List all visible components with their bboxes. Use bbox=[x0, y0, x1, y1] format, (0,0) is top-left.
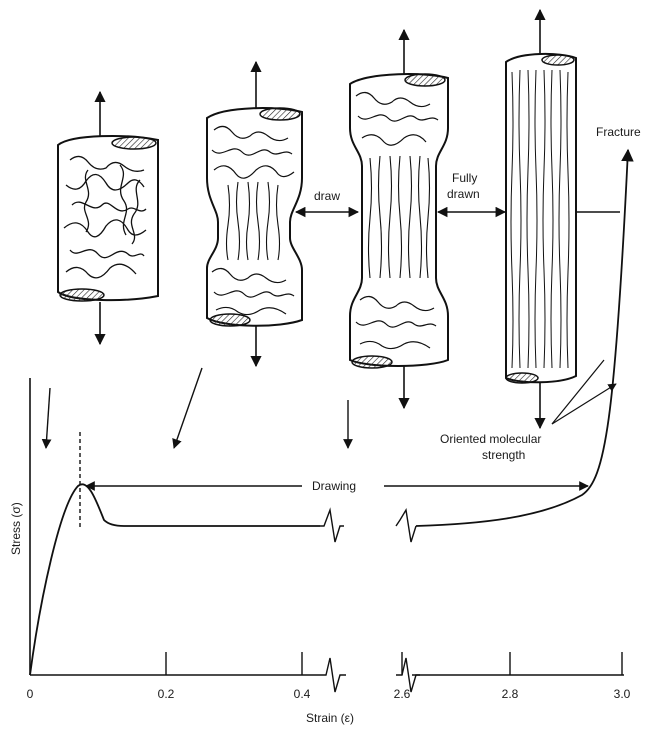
axis-break-left bbox=[320, 658, 346, 692]
specimen-body bbox=[58, 136, 158, 300]
specimen-top-face bbox=[405, 74, 445, 86]
curve-break-left bbox=[320, 510, 344, 542]
x-axis-label: Strain (ε) bbox=[306, 711, 354, 725]
x-tick-label: 2.8 bbox=[502, 687, 519, 701]
x-tick-label: 0.2 bbox=[158, 687, 175, 701]
specimen-bottom-face bbox=[60, 289, 104, 301]
x-tick-label: 0.4 bbox=[294, 687, 311, 701]
specimen-top-face bbox=[542, 55, 574, 65]
oriented-label-2: strength bbox=[482, 448, 525, 462]
specimen-fully-drawn bbox=[506, 10, 576, 428]
specimen-undrawn bbox=[58, 92, 158, 344]
x-tick-label: 2.6 bbox=[394, 687, 411, 701]
curve-break-right bbox=[396, 510, 416, 542]
fully-drawn-label-2: drawn bbox=[447, 187, 480, 201]
specimen-necking bbox=[207, 62, 302, 366]
curve-segment-left bbox=[30, 484, 320, 675]
x-ticks: 0 0.2 0.4 2.6 2.8 3.0 bbox=[27, 652, 631, 701]
specimen-top-face bbox=[260, 108, 300, 120]
pointer-arrow-1 bbox=[46, 388, 50, 448]
pointer-arrow-2 bbox=[174, 368, 202, 448]
specimen-bottom-face bbox=[352, 356, 392, 368]
draw-label: draw bbox=[314, 189, 340, 203]
specimen-bottom-face bbox=[506, 373, 538, 383]
specimen-top-face bbox=[112, 137, 156, 149]
x-tick-label: 3.0 bbox=[614, 687, 631, 701]
fully-drawn-label-1: Fully bbox=[452, 171, 477, 185]
drawing-label: Drawing bbox=[312, 479, 356, 493]
specimen-body bbox=[506, 54, 576, 382]
specimen-body bbox=[207, 108, 302, 326]
specimen-bottom-face bbox=[210, 314, 250, 326]
pointer-arrow-4 bbox=[552, 384, 616, 424]
y-axis-label: Stress (σ) bbox=[9, 502, 23, 555]
oriented-label-1: Oriented molecular bbox=[440, 432, 541, 446]
x-tick-label: 0 bbox=[27, 687, 34, 701]
fracture-label: Fracture bbox=[596, 125, 641, 139]
specimen-drawing bbox=[350, 30, 448, 408]
